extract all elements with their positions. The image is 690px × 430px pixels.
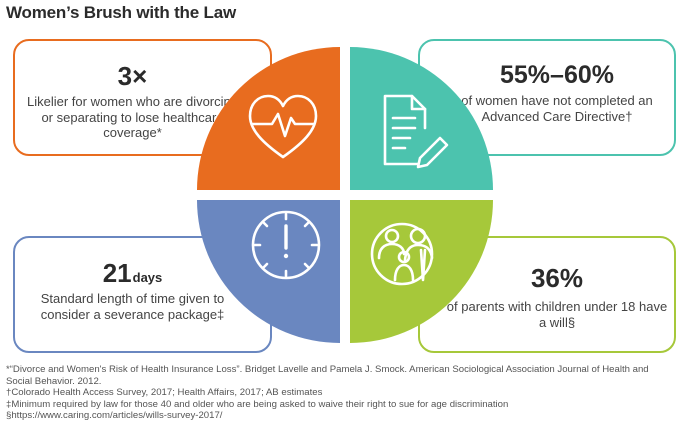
footnote: ‡Minimum required by law for those 40 an… xyxy=(6,398,509,410)
footnote: *“Divorce and Women's Risk of Health Ins… xyxy=(6,364,649,387)
stat-value-will: 36% xyxy=(530,263,584,293)
heart-pulse-icon xyxy=(248,94,318,159)
footnotes: *“Divorce and Women's Risk of Health Ins… xyxy=(6,364,676,422)
stat-number-severance: 21 xyxy=(102,258,132,288)
stat-value-severance: 21days xyxy=(25,260,240,286)
family-icon xyxy=(370,222,434,286)
footnote: §https://www.caring.com/articles/wills-s… xyxy=(6,410,223,422)
stat-description-care-directive: of women have not completed an Advanced … xyxy=(461,93,653,124)
stat-description-will: of parents with children under 18 have a… xyxy=(446,299,668,330)
quadrant-orange xyxy=(197,47,340,190)
quadrant-teal xyxy=(350,47,493,190)
page-title: Women’s Brush with the Law xyxy=(6,3,236,22)
stat-description-severance: Standard length of time given to conside… xyxy=(40,291,225,322)
stat-value-care-directive: 55%–60% xyxy=(500,61,614,89)
stat-value-healthcare: 3× xyxy=(117,61,148,91)
footnote: †Colorado Health Access Survey, 2017; He… xyxy=(6,387,323,399)
stopwatch-icon xyxy=(251,210,321,280)
stat-description-healthcare: Likelier for women who are divorcing or … xyxy=(27,94,238,140)
document-pen-icon xyxy=(383,94,449,169)
stat-unit-severance: days xyxy=(132,270,163,285)
